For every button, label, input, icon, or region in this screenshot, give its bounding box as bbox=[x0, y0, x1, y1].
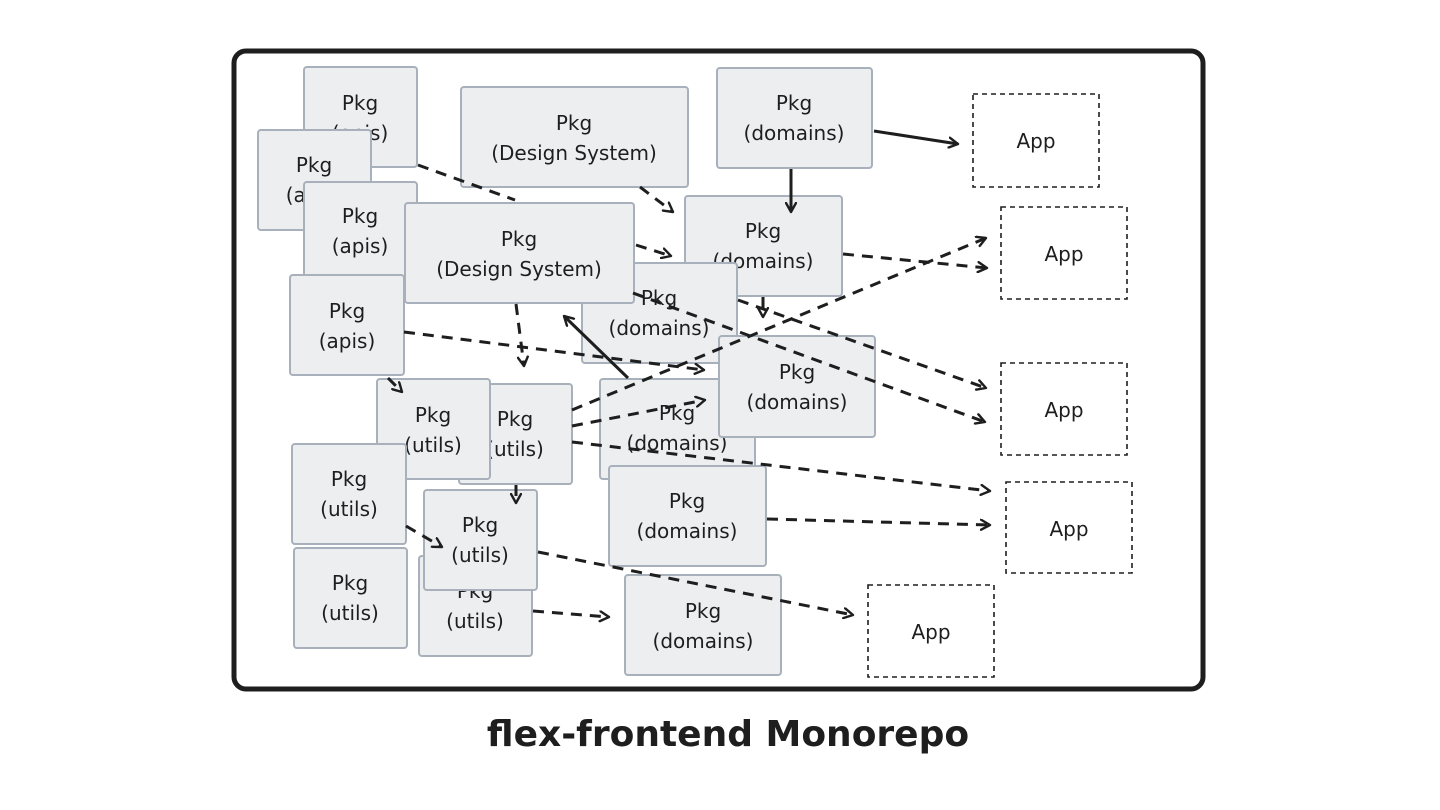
app-2: App bbox=[1000, 206, 1128, 300]
arrow-dashed bbox=[405, 524, 442, 549]
package-subtitle: (domains) bbox=[627, 431, 728, 455]
arrow-dashed bbox=[403, 330, 704, 370]
app-3: App bbox=[1000, 362, 1128, 456]
arrow-dashed bbox=[417, 163, 516, 202]
arrow-dashed bbox=[514, 303, 524, 366]
package-title: Pkg bbox=[685, 599, 721, 623]
package-domains-1: Pkg (domains) bbox=[716, 67, 873, 169]
package-title: Pkg bbox=[659, 401, 695, 425]
diagram-caption: flex-frontend Monorepo bbox=[487, 714, 969, 755]
package-subtitle: (utils) bbox=[321, 601, 379, 625]
package-subtitle: (apis) bbox=[319, 329, 376, 353]
package-subtitle: (domains) bbox=[747, 390, 848, 414]
arrow-dashed bbox=[737, 298, 986, 388]
package-title: Pkg bbox=[342, 204, 378, 228]
arrow-dashed bbox=[635, 243, 671, 256]
package-subtitle: (domains) bbox=[744, 121, 845, 145]
package-title: Pkg bbox=[462, 513, 498, 537]
package-title: Pkg bbox=[556, 111, 592, 135]
package-title: Pkg bbox=[415, 403, 451, 427]
package-subtitle: (utils) bbox=[404, 433, 462, 457]
package-title: Pkg bbox=[669, 489, 705, 513]
package-title: Pkg bbox=[329, 299, 365, 323]
package-title: Pkg bbox=[497, 407, 533, 431]
package-title: Pkg bbox=[501, 227, 537, 251]
package-subtitle: (utils) bbox=[451, 543, 509, 567]
package-subtitle: (utils) bbox=[446, 609, 504, 633]
package-utils-3: Pkg (utils) bbox=[291, 443, 407, 545]
package-apis-4: Pkg (apis) bbox=[289, 274, 405, 376]
app-1: App bbox=[972, 93, 1100, 188]
app-label: App bbox=[1016, 129, 1055, 153]
arrow-dashed bbox=[537, 550, 853, 615]
app-label: App bbox=[1044, 398, 1083, 422]
package-subtitle: (Design System) bbox=[491, 141, 657, 165]
package-design-system-2: Pkg (Design System) bbox=[404, 202, 635, 304]
app-label: App bbox=[1044, 242, 1083, 266]
app-4: App bbox=[1005, 481, 1133, 574]
package-domains-6: Pkg (domains) bbox=[608, 465, 767, 567]
package-subtitle: (domains) bbox=[609, 316, 710, 340]
package-domains-5: Pkg (domains) bbox=[718, 335, 876, 438]
package-domains-4: Pkg (domains) bbox=[599, 378, 756, 480]
arrow-dashed bbox=[532, 609, 609, 617]
arrow-dashed bbox=[842, 252, 987, 268]
arrow-solid bbox=[873, 129, 958, 144]
arrow-dashed bbox=[639, 185, 673, 212]
package-apis-3: Pkg (apis) bbox=[303, 181, 418, 281]
package-title: Pkg bbox=[342, 91, 378, 115]
arrow-dashed bbox=[571, 400, 705, 428]
package-subtitle: (utils) bbox=[486, 437, 544, 461]
app-label: App bbox=[911, 620, 950, 644]
arrow-solid bbox=[564, 316, 630, 380]
package-title: Pkg bbox=[776, 91, 812, 115]
arrow-dashed bbox=[571, 440, 990, 491]
package-utils-6: Pkg (utils) bbox=[423, 489, 538, 591]
app-5: App bbox=[867, 584, 995, 678]
package-domains-2: Pkg (domains) bbox=[684, 195, 843, 297]
package-domains-7: Pkg (domains) bbox=[624, 574, 782, 676]
package-subtitle: (utils) bbox=[320, 497, 378, 521]
package-subtitle: (Design System) bbox=[436, 257, 602, 281]
app-label: App bbox=[1049, 517, 1088, 541]
arrow-dashed bbox=[632, 291, 985, 422]
arrow-dashed bbox=[386, 376, 402, 392]
package-title: Pkg bbox=[331, 467, 367, 491]
package-design-system-1: Pkg (Design System) bbox=[460, 86, 689, 188]
package-utils-4: Pkg (utils) bbox=[293, 547, 408, 649]
package-subtitle: (domains) bbox=[653, 629, 754, 653]
package-subtitle: (apis) bbox=[332, 234, 389, 258]
package-title: Pkg bbox=[745, 219, 781, 243]
package-title: Pkg bbox=[332, 571, 368, 595]
package-subtitle: (domains) bbox=[637, 519, 738, 543]
package-title: Pkg bbox=[779, 360, 815, 384]
package-title: Pkg bbox=[296, 153, 332, 177]
dependency-arrows bbox=[386, 129, 990, 617]
